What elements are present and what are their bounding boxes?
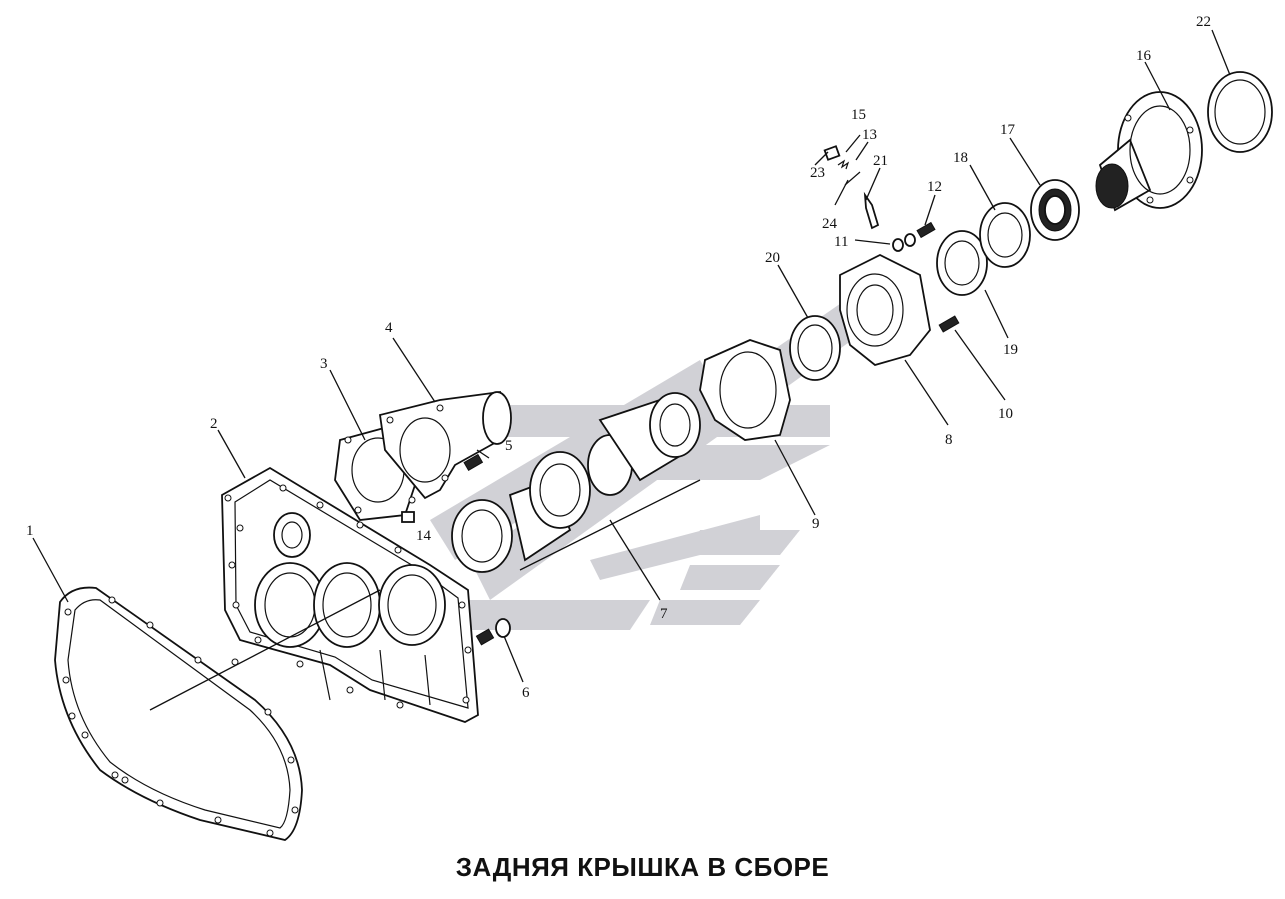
callout-12: 12 <box>927 179 942 195</box>
callout-17: 17 <box>1000 122 1016 138</box>
part-22-dust-cover <box>1207 71 1273 153</box>
part-20-bearing-race <box>789 315 841 381</box>
part-1-gasket <box>54 586 303 841</box>
callout-7: 7 <box>660 606 668 622</box>
part-5-bolt <box>463 453 484 472</box>
callout-16: 16 <box>1136 48 1152 64</box>
callout-22: 22 <box>1196 14 1211 30</box>
callout-24: 24 <box>822 216 838 232</box>
leader-lines <box>32 29 1231 711</box>
callout-15: 15 <box>851 107 866 123</box>
part-7-shaft-bearings <box>451 392 701 601</box>
part-19-seal <box>936 230 988 296</box>
part-14-plug <box>401 511 415 523</box>
part-18-ring <box>979 202 1031 268</box>
part-9-flange-ring <box>699 339 791 441</box>
callout-2: 2 <box>210 416 218 432</box>
callout-20: 20 <box>765 250 780 266</box>
callout-23: 23 <box>810 165 825 181</box>
callout-11: 11 <box>834 234 848 250</box>
callout-3: 3 <box>320 356 328 372</box>
part-17-nut <box>1030 179 1080 241</box>
callout-19: 19 <box>1003 342 1018 358</box>
part-10-bolt <box>938 315 960 333</box>
part-6-bolt <box>475 618 511 646</box>
callout-18: 18 <box>953 150 968 166</box>
callout-13: 13 <box>862 127 877 143</box>
callout-21: 21 <box>873 153 888 169</box>
callout-4: 4 <box>385 320 393 336</box>
part-16-output-flange <box>1095 91 1203 212</box>
callout-1: 1 <box>26 523 34 539</box>
callout-14: 14 <box>416 528 432 544</box>
part-13-15-21-23-24-small-parts <box>823 145 880 230</box>
part-2-rear-cover <box>221 466 479 723</box>
part-11-12-fasteners <box>892 221 936 252</box>
callout-labels: 1 2 3 4 5 6 7 8 9 10 11 12 13 14 15 16 1… <box>26 14 1211 701</box>
callout-10: 10 <box>998 406 1013 422</box>
part-8-bearing-housing <box>839 253 931 366</box>
part-4-cover <box>378 390 512 500</box>
callout-8: 8 <box>945 432 953 448</box>
diagram-caption: ЗАДНЯЯ КРЫШКА В СБОРЕ <box>455 852 830 882</box>
callout-5: 5 <box>505 438 513 454</box>
callout-9: 9 <box>812 516 820 532</box>
callout-6: 6 <box>522 685 530 701</box>
